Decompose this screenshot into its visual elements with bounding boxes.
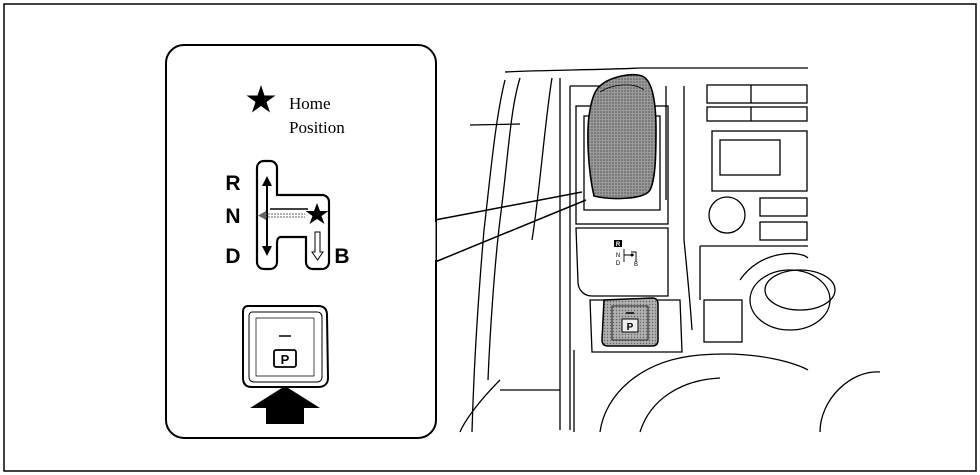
star-icon	[246, 85, 276, 113]
gear-knob	[587, 73, 657, 200]
dashboard-p-label: P	[627, 322, 634, 333]
legend-home: Home	[289, 94, 331, 113]
mini-gate-b: B	[634, 262, 638, 268]
mini-gate-d: D	[616, 261, 621, 267]
gate-label-b: B	[334, 245, 349, 268]
callout-pointer	[434, 191, 587, 263]
mini-gate-indicator: R N D B	[614, 240, 638, 268]
push-arrow-icon	[250, 386, 320, 424]
dashboard-p-button: P	[601, 297, 659, 347]
callout-p-label: P	[281, 352, 290, 367]
legend: Home Position	[246, 85, 345, 137]
dashboard-console	[459, 67, 881, 433]
callout-p-button: P	[242, 305, 330, 424]
mini-gate-r: R	[616, 242, 621, 248]
gate-star-icon	[305, 203, 329, 224]
legend-position: Position	[289, 118, 345, 137]
callout-box	[165, 44, 437, 439]
page-border	[3, 3, 977, 472]
gate-label-r: R	[225, 172, 240, 195]
mini-gate-n: N	[616, 253, 620, 259]
shift-gate: R N D B	[225, 159, 350, 271]
gate-label-n: N	[225, 205, 240, 228]
gate-label-d: D	[225, 245, 240, 268]
